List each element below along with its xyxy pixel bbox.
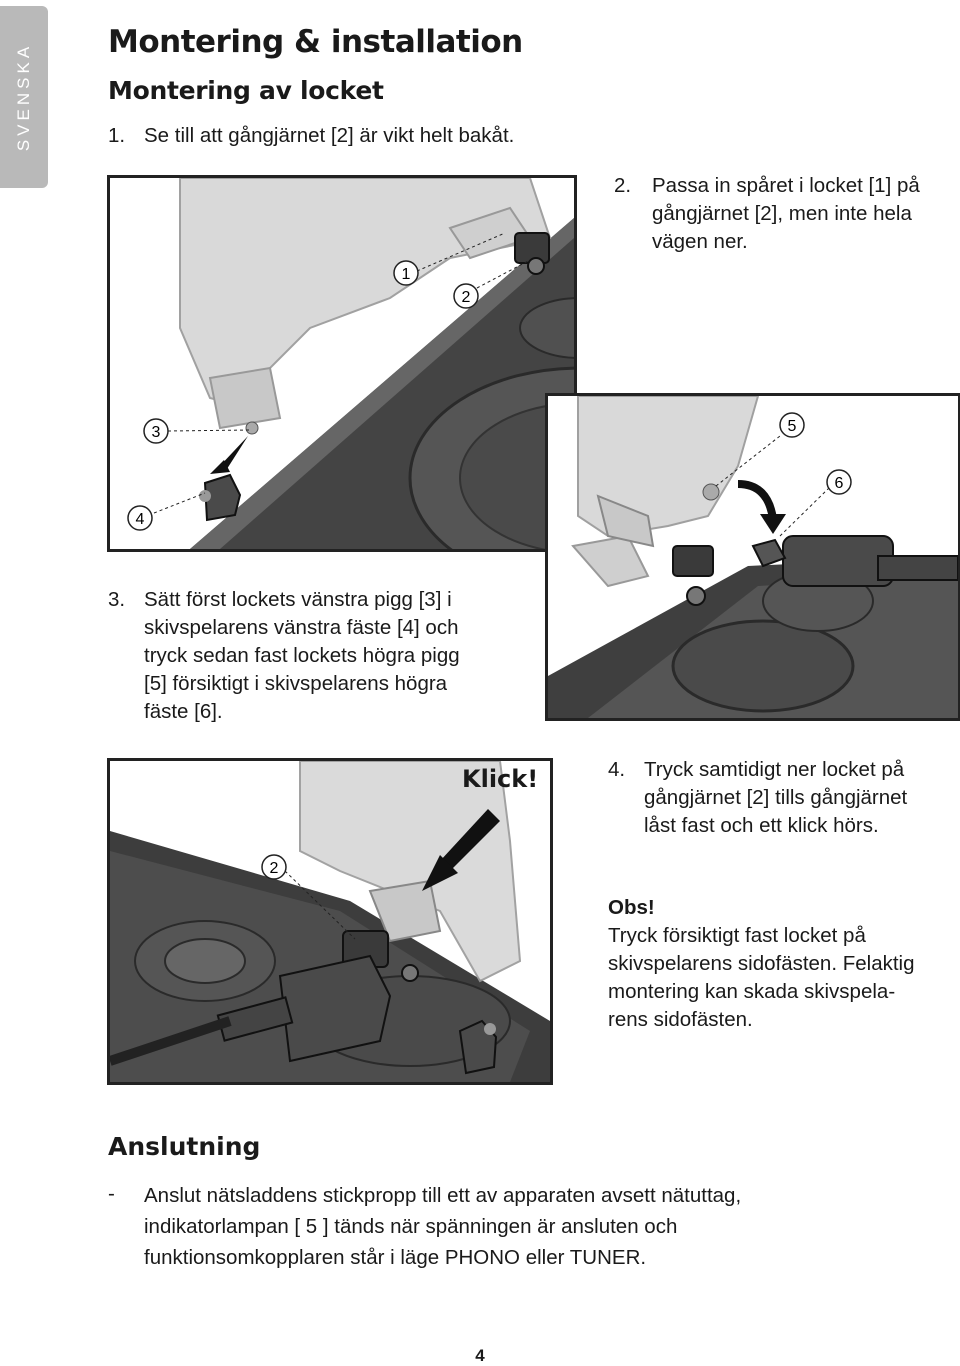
callout-3: 3 — [152, 424, 161, 441]
connection-line: indikatorlampan [ 5 ] tänds när spänning… — [144, 1215, 678, 1238]
step-2-line: gångjärnet [2], men inte hela — [652, 202, 912, 225]
step-1-number: 1. — [108, 124, 126, 147]
note-line: skivspelarens sidofästen. Felaktig — [608, 952, 915, 975]
step-2-line: Passa in spåret i locket [1] på — [652, 174, 920, 197]
figure-lid-press-down: 2 — [107, 758, 553, 1085]
callout-1: 1 — [402, 266, 411, 283]
page-title: Montering & installation — [108, 24, 523, 60]
callout-6: 6 — [835, 475, 844, 492]
section-title: Montering av locket — [108, 76, 384, 105]
step-2-number: 2. — [614, 174, 632, 197]
step-3-line: Sätt först lockets vänstra pigg [3] i — [144, 588, 452, 611]
note-block: Obs! Tryck försiktigt fast locket på ski… — [608, 894, 915, 1034]
figure-lid-alignment: 1 2 3 4 — [107, 175, 577, 552]
bullet-dash: - — [108, 1182, 115, 1205]
language-tab-label: SVENSKA — [14, 42, 33, 152]
callout-2: 2 — [462, 289, 471, 306]
step-3-line: tryck sedan fast lockets högra pigg — [144, 644, 460, 667]
figure-lid-right-peg: 5 6 — [545, 393, 960, 721]
step-4-number: 4. — [608, 758, 626, 781]
klick-label: Klick! — [462, 765, 539, 793]
note-line: Tryck försiktigt fast locket på — [608, 924, 866, 947]
callout-5: 5 — [788, 418, 797, 435]
step-4-line: låst fast och ett klick hörs. — [644, 814, 879, 837]
step-3-number: 3. — [108, 588, 126, 611]
figure-2-illustration: 5 6 — [548, 396, 958, 718]
callout-2-fig3: 2 — [270, 860, 279, 877]
step-1-text: Se till att gångjärnet [2] är vikt helt … — [144, 124, 515, 147]
step-4-line: Tryck samtidigt ner locket på — [644, 758, 905, 781]
step-3-line: [5] försiktigt i skivspelarens högra — [144, 672, 448, 695]
note-line: rens sidofästen. — [608, 1008, 753, 1031]
figure-1-illustration: 1 2 3 4 — [127, 178, 574, 549]
callout-4: 4 — [136, 511, 145, 528]
step-3-line: skivspelarens vänstra fäste [4] och — [144, 616, 459, 639]
page-number: 4 — [475, 1346, 485, 1365]
connection-line: Anslut nätsladdens stickpropp till ett a… — [144, 1184, 742, 1207]
note-heading: Obs! — [608, 896, 655, 919]
section-connection-title: Anslutning — [108, 1132, 261, 1161]
note-line: montering kan skada skivspela- — [608, 980, 896, 1003]
step-2-line: vägen ner. — [652, 230, 748, 253]
connection-line: funktionsomkopplaren står i läge PHONO e… — [144, 1246, 647, 1269]
step-4-line: gångjärnet [2] tills gångjärnet — [644, 786, 908, 809]
figure-3-illustration: 2 — [110, 761, 550, 1082]
language-tab: SVENSKA — [0, 6, 48, 188]
step-3-line: fäste [6]. — [144, 700, 223, 723]
